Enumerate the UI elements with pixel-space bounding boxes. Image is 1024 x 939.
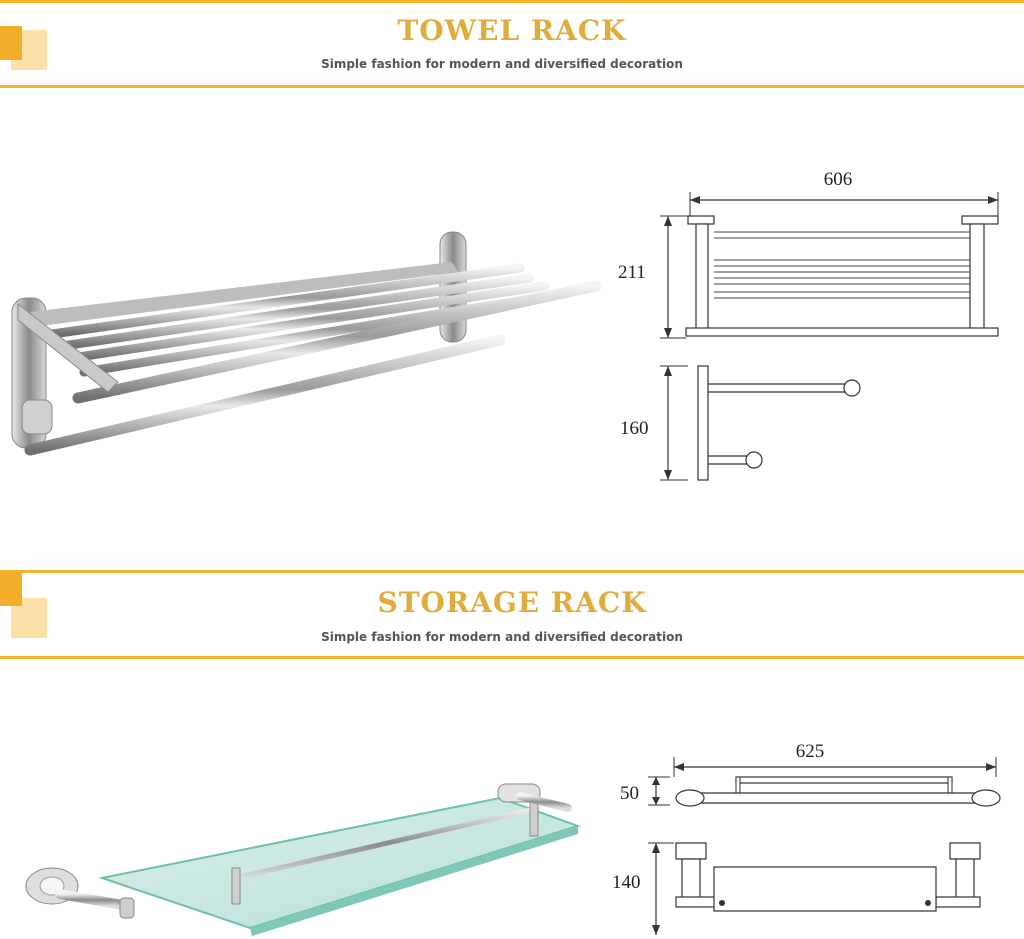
storage-rack-drawing: 625 50 140 bbox=[612, 741, 1001, 935]
towel-rack-section: TOWEL RACK Simple fashion for modern and… bbox=[0, 0, 1024, 481]
header-divider bbox=[0, 85, 1024, 88]
width-label: 625 bbox=[796, 741, 825, 762]
storage-rack-photo bbox=[25, 783, 582, 936]
towel-rack-drawing: 606 211 160 bbox=[618, 169, 999, 481]
depth-label: 140 bbox=[612, 872, 641, 893]
storage-rack-section: STORAGE RACK Simple fashion for modern a… bbox=[0, 568, 1024, 939]
width-label: 606 bbox=[824, 169, 853, 190]
top-divider bbox=[0, 0, 1024, 3]
depth-label: 160 bbox=[620, 418, 649, 439]
top-divider bbox=[0, 570, 1024, 573]
header-divider bbox=[0, 656, 1024, 659]
section-title: TOWEL RACK bbox=[397, 14, 627, 47]
corner-accent-dark bbox=[0, 572, 22, 606]
section-subtitle: Simple fashion for modern and diversifie… bbox=[321, 630, 683, 644]
towel-rack-photo bbox=[11, 231, 602, 456]
height-label: 50 bbox=[620, 783, 639, 804]
section-title: STORAGE RACK bbox=[377, 586, 647, 619]
section-subtitle: Simple fashion for modern and diversifie… bbox=[321, 57, 683, 71]
height-label: 211 bbox=[618, 262, 646, 283]
corner-accent-dark bbox=[0, 26, 22, 60]
